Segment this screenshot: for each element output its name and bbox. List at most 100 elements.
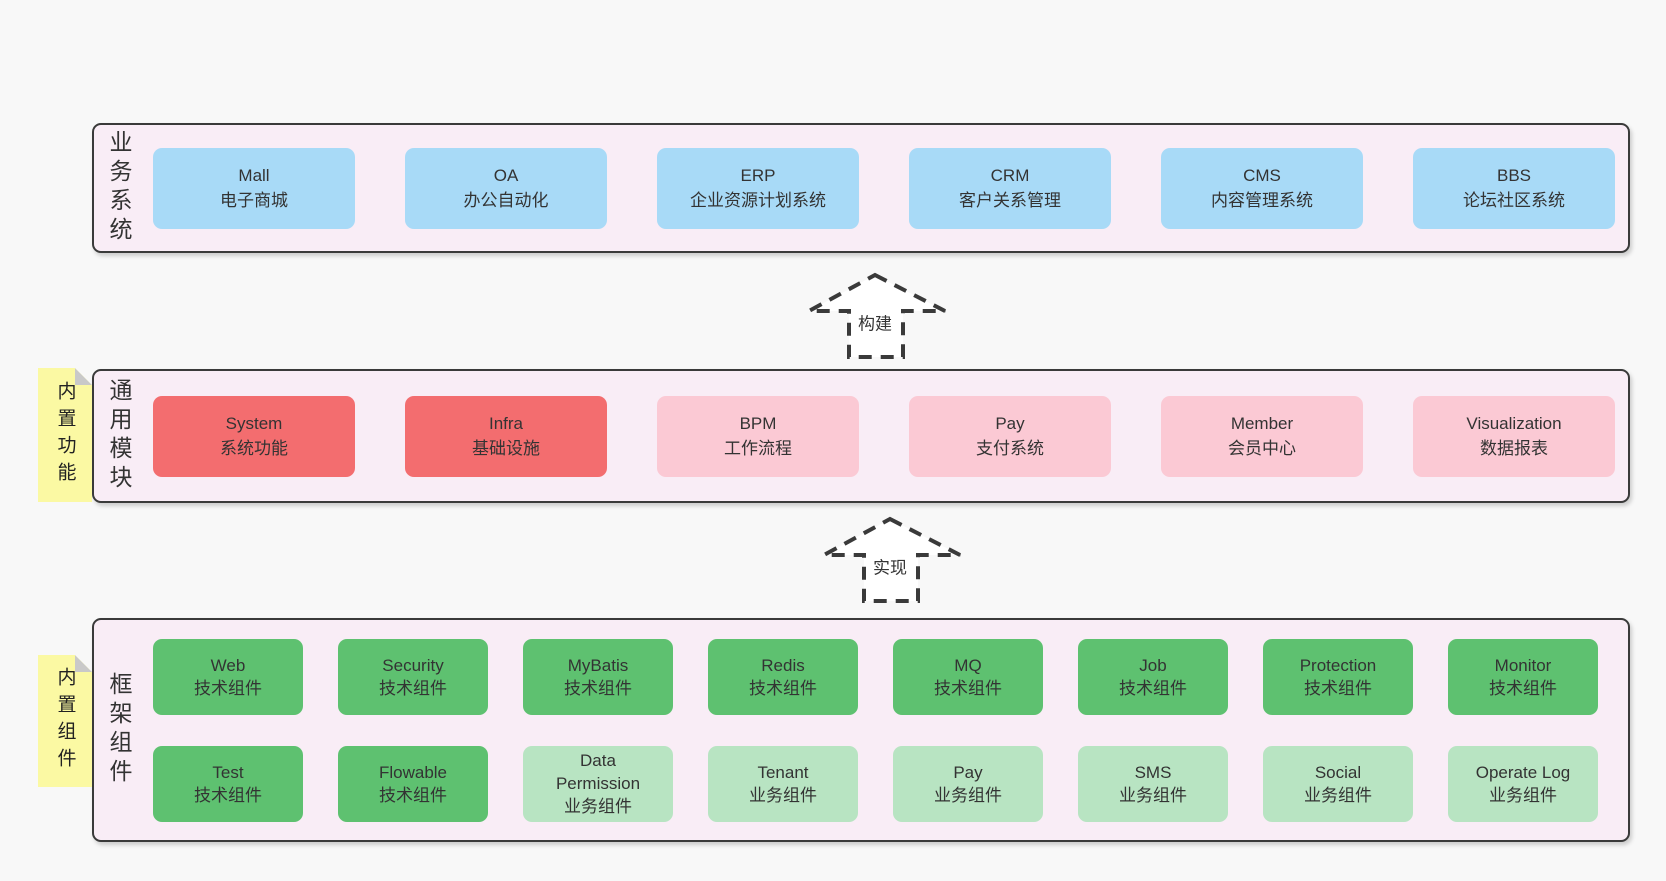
module-desc: 基础设施 (472, 439, 540, 458)
module-desc: 数据报表 (1480, 439, 1548, 458)
module-name: Tenant (757, 762, 809, 782)
module-box-tenant: Tenant 业务组件 (708, 745, 858, 822)
arrow-build: 构建 (806, 272, 948, 360)
module-name: Member (1230, 414, 1294, 433)
sticky-note-built-in-features: 内置功能 (38, 368, 92, 502)
module-desc: 技术组件 (1119, 678, 1187, 698)
module-name: Protection (1299, 655, 1377, 675)
module-box-web: Web 技术组件 (153, 638, 303, 715)
folded-corner-icon (75, 655, 92, 672)
module-box-crm: CRM 客户关系管理 (909, 147, 1111, 229)
module-name: Monitor (1494, 655, 1552, 675)
module-name: Social (1314, 762, 1362, 782)
module-desc: 客户关系管理 (959, 191, 1061, 210)
module-desc: 业务组件 (1304, 785, 1372, 805)
module-desc: 企业资源计划系统 (690, 191, 826, 210)
module-name: Redis (761, 655, 805, 675)
module-desc: 技术组件 (564, 678, 632, 698)
module-box-test: Test 技术组件 (153, 745, 303, 822)
module-box-cms: CMS 内容管理系统 (1161, 147, 1363, 229)
module-box-mq: MQ 技术组件 (893, 638, 1043, 715)
module-desc: 业务组件 (1119, 785, 1187, 805)
folded-corner-icon (75, 368, 92, 385)
module-name: BPM (739, 414, 777, 433)
arrow-build-label: 构建 (855, 308, 895, 336)
module-name: Pay (995, 414, 1025, 433)
module-name: Web (210, 655, 246, 675)
sticky-note-label: 内置功能 (54, 381, 76, 489)
module-desc: 工作流程 (724, 439, 792, 458)
module-desc: 会员中心 (1228, 439, 1296, 458)
module-box-erp: ERP 企业资源计划系统 (657, 147, 859, 229)
arrow-implement-label: 实现 (870, 552, 910, 580)
module-name: Job (1139, 655, 1167, 675)
module-desc: 业务组件 (1489, 785, 1557, 805)
module-name: Security (382, 655, 444, 675)
module-box-oa: OA 办公自动化 (405, 147, 607, 229)
module-name: Operate Log (1475, 762, 1571, 782)
module-name: MyBatis (567, 655, 629, 675)
module-name: Pay (953, 762, 983, 782)
arrow-implement: 实现 (821, 516, 963, 604)
module-desc: 技术组件 (194, 678, 262, 698)
module-name: CMS (1243, 166, 1281, 185)
module-desc: 办公自动化 (463, 191, 549, 210)
module-name: Flowable (378, 762, 448, 782)
module-desc: 论坛社区系统 (1463, 191, 1565, 210)
band-common-modules-label: 通用模块 (106, 378, 132, 494)
module-name: System (225, 414, 283, 433)
module-desc: 技术组件 (379, 785, 447, 805)
module-desc: 技术组件 (194, 785, 262, 805)
module-desc: 业务组件 (749, 785, 817, 805)
module-box-social: Social 业务组件 (1263, 745, 1413, 822)
module-name: CRM (990, 166, 1030, 185)
module-box-member: Member 会员中心 (1161, 395, 1363, 477)
module-name: Mall (238, 166, 270, 185)
module-desc: 系统功能 (220, 439, 288, 458)
module-box-job: Job 技术组件 (1078, 638, 1228, 715)
band-framework-label: 框架组件 (106, 672, 132, 788)
module-box-bbs: BBS 论坛社区系统 (1413, 147, 1615, 229)
module-box-infra: Infra 基础设施 (405, 395, 607, 477)
module-desc: 技术组件 (1304, 678, 1372, 698)
module-name: MQ (954, 655, 982, 675)
module-desc: 内容管理系统 (1211, 191, 1313, 210)
module-desc: 技术组件 (1489, 678, 1557, 698)
module-name: ERP (740, 166, 776, 185)
module-box-operate-log: Operate Log 业务组件 (1448, 745, 1598, 822)
sticky-note-label: 内置组件 (54, 667, 76, 775)
module-box-bpm: BPM 工作流程 (657, 395, 859, 477)
module-box-data-permission: Data Permission 业务组件 (523, 745, 673, 822)
module-name: Test (212, 762, 244, 782)
module-box-flowable: Flowable 技术组件 (338, 745, 488, 822)
module-desc: 技术组件 (934, 678, 1002, 698)
sticky-note-built-in-components: 内置组件 (38, 655, 92, 787)
module-box-system: System 系统功能 (153, 395, 355, 477)
module-name: Infra (488, 414, 524, 433)
module-name: BBS (1496, 166, 1532, 185)
band-business-label: 业务系统 (106, 130, 132, 246)
module-box-protection: Protection 技术组件 (1263, 638, 1413, 715)
module-name: OA (493, 166, 519, 185)
module-name: Data Permission (555, 751, 641, 793)
module-box-monitor: Monitor 技术组件 (1448, 638, 1598, 715)
module-desc: 业务组件 (564, 797, 632, 816)
module-name: Visualization (1466, 414, 1562, 433)
module-box-mybatis: MyBatis 技术组件 (523, 638, 673, 715)
